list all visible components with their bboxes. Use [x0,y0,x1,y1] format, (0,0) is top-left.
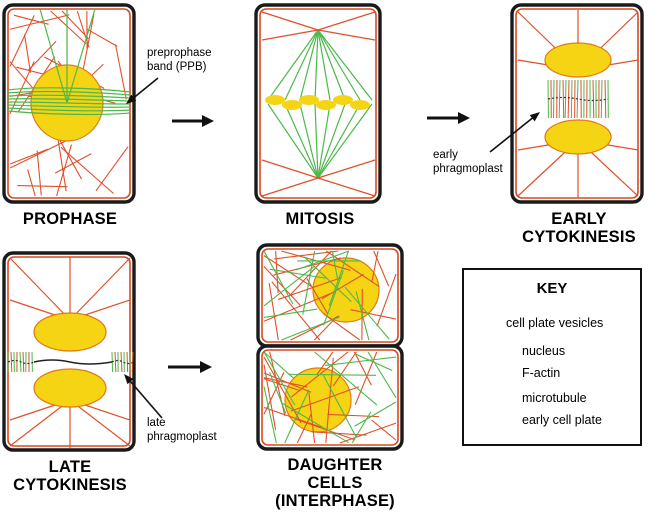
stage-label-mitosis: MITOSIS [260,210,380,228]
chromosome [350,100,370,110]
key-item-cell-plate-vesicles: cell plate vesicles [464,314,640,334]
early-daughter-nucleus-bottom [545,120,611,154]
arrow-prophase-to-mitosis [172,115,214,127]
annotation-early-phragmoplast: early phragmoplast [433,148,503,176]
early-cytokinesis-cell [512,5,642,202]
key-item-f-actin: F-actin [464,364,640,384]
key-label-nucleus: nucleus [522,344,565,358]
mitosis-cell [256,5,380,202]
late-cytokinesis-cell [4,253,134,450]
chromosome [333,95,353,105]
arrow-mitosis-to-early-cytokinesis-head [458,112,470,124]
stage-label-prophase: PROPHASE [0,210,140,228]
chromosome [265,95,285,105]
key-item-nucleus: nucleus [464,342,640,362]
late-daughter-nucleus-top [34,313,106,351]
stage-label-late-cytokinesis: LATE CYTOKINESIS [0,458,140,494]
late-daughter-nucleus-bottom [34,369,106,407]
prophase-cell [4,5,134,202]
arrow-mitosis-to-early-cytokinesis [427,112,470,124]
key-item-microtubule: microtubule [464,389,640,409]
early-daughter-nucleus-top [545,43,611,77]
chromosome [299,95,319,105]
late-phragmoplast-right-fiber [127,352,128,372]
stage-label-early-cytokinesis: EARLY CYTOKINESIS [508,210,650,246]
arrow-late-cytokinesis-to-daughter-cells [168,361,212,373]
arrow-prophase-to-mitosis-head [202,115,214,127]
key-label-microtubule: microtubule [522,391,587,405]
daughter-nucleus-top [313,258,379,322]
annotation-ppb: preprophase band (PPB) [147,46,212,74]
key-legend: KEY cell plate vesicles nucleus F-actin … [462,268,642,446]
arrow-late-cytokinesis-to-daughter-cells-head [200,361,212,373]
key-label-early-cell-plate: early cell plate [522,413,602,427]
key-title: KEY [464,280,640,297]
pointer-ppb-line [132,78,158,99]
key-label-cell-plate-vesicles: cell plate vesicles [506,316,603,330]
stage-label-daughter-cells: DAUGHTER CELLS (INTERPHASE) [255,456,415,510]
chromosome [316,100,336,110]
key-label-f-actin: F-actin [522,366,560,380]
key-item-early-cell-plate: early cell plate [464,411,640,431]
chromosome [282,100,302,110]
daughter-nucleus-bottom [285,368,351,432]
annotation-late-phragmoplast: late phragmoplast [147,416,217,444]
early-phragmoplast-fiber [571,80,572,118]
daughter-cells [258,245,402,449]
